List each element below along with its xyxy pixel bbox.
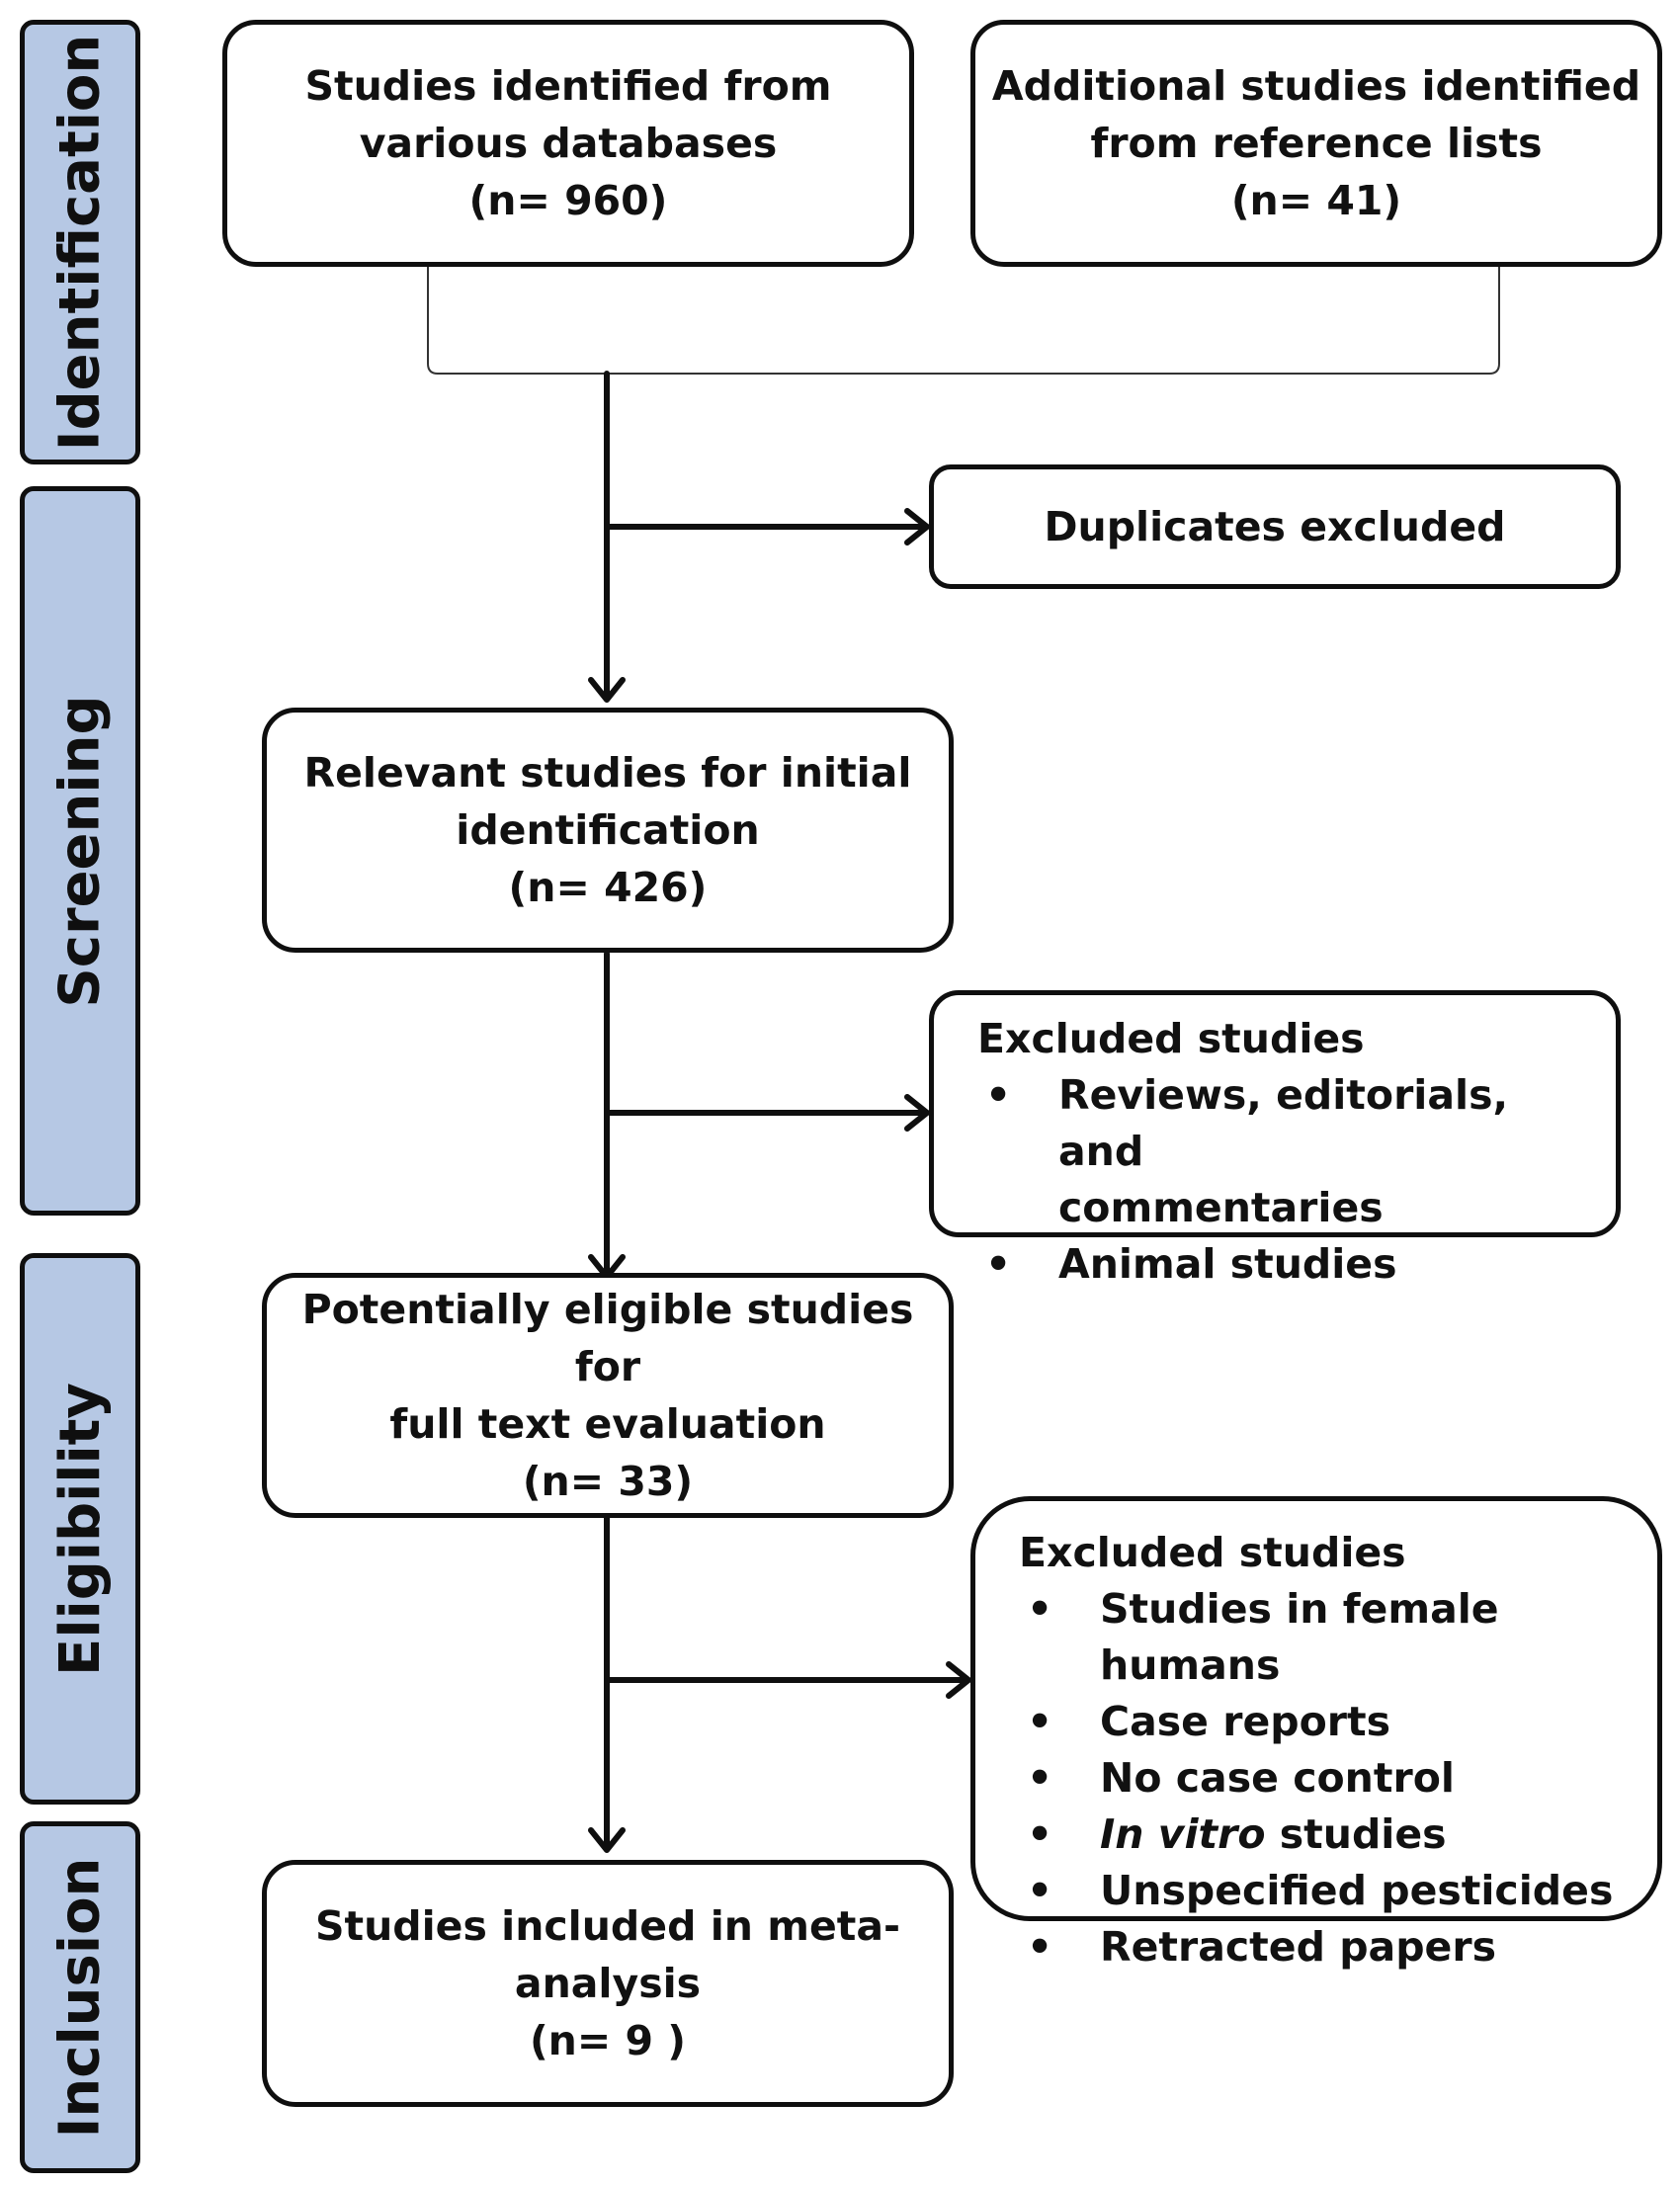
box-databases-line1: Studies identified from <box>304 62 832 110</box>
excluded-eligibility-heading: Excluded studies <box>1019 1529 1406 1576</box>
box-included-line1: Studies included in meta- <box>314 1902 901 1950</box>
box-initial-line2: identification <box>456 806 760 854</box>
arrowhead-duplicates <box>904 508 930 546</box>
excluded-eligibility-item-text: Case reports <box>1100 1698 1391 1745</box>
excluded-eligibility-item-text: Retracted papers <box>1100 1923 1496 1971</box>
merge-bracket <box>427 267 1500 375</box>
excluded-screening-item-text: Reviews, editorials, and <box>1058 1071 1509 1175</box>
arrowhead-included <box>588 1827 626 1853</box>
excluded-eligibility-item-text: Unspecified pesticides <box>1100 1867 1614 1914</box>
box-references-line2: from reference lists <box>1090 120 1543 167</box>
box-databases: Studies identified from various database… <box>222 20 914 267</box>
excluded-screening-list: Reviews, editorials, and commentaries An… <box>977 1067 1596 1293</box>
box-eligible-count: (n= 33) <box>522 1458 694 1505</box>
phase-inclusion: Inclusion <box>20 1821 140 2173</box>
box-eligible-line1: Potentially eligible studies for <box>301 1286 914 1390</box>
excluded-screening-item: Animal studies <box>977 1236 1596 1293</box>
box-included-line2: analysis <box>514 1960 702 2007</box>
excluded-eligibility-item-text: No case control <box>1100 1754 1455 1802</box>
box-initial-identification: Relevant studies for initial identificat… <box>262 708 954 953</box>
excluded-eligibility-item-text: studies <box>1279 1810 1447 1858</box>
box-excluded-screening: Excluded studies Reviews, editorials, an… <box>929 990 1621 1293</box>
excluded-eligibility-item-text: Studies in female humans <box>1100 1585 1499 1689</box>
box-references: Additional studies identified from refer… <box>970 20 1662 267</box>
phase-identification: Identification <box>20 20 140 464</box>
box-initial-count: (n= 426) <box>508 864 708 911</box>
excluded-eligibility-item-italic: In vitro <box>1100 1810 1266 1858</box>
phase-eligibility: Eligibility <box>20 1253 140 1805</box>
excluded-eligibility-item: No case control <box>1019 1750 1638 1807</box>
excluded-screening-heading: Excluded studies <box>977 1015 1365 1062</box>
box-databases-line2: various databases <box>359 120 778 167</box>
excluded-eligibility-item: Case reports <box>1019 1694 1638 1750</box>
excluded-eligibility-item: Unspecified pesticides <box>1019 1863 1638 1919</box>
box-eligible: Potentially eligible studies for full te… <box>262 1273 954 1518</box>
excluded-eligibility-item: Studies in female humans <box>1019 1581 1638 1694</box>
phase-screening: Screening <box>20 486 140 1216</box>
box-included: Studies included in meta- analysis (n= 9… <box>262 1860 954 2107</box>
box-eligible-line2: full text evaluation <box>389 1400 826 1448</box>
box-duplicates-label: Duplicates excluded <box>1044 503 1506 550</box>
arrowhead-excluded-screening <box>904 1094 930 1132</box>
box-included-count: (n= 9 ) <box>529 2017 687 2064</box>
box-references-line1: Additional studies identified <box>991 62 1641 110</box>
box-duplicates: Duplicates excluded <box>929 464 1621 589</box>
arrowhead-initial <box>588 677 626 703</box>
arrowhead-excluded-eligibility <box>946 1661 971 1699</box>
excluded-screening-item: Reviews, editorials, and commentaries <box>977 1067 1596 1236</box>
box-references-count: (n= 41) <box>1230 177 1402 224</box>
box-databases-count: (n= 960) <box>468 177 668 224</box>
excluded-eligibility-list: Studies in female humans Case reports No… <box>1019 1581 1638 1976</box>
excluded-eligibility-item: In vitro studies <box>1019 1807 1638 1863</box>
box-excluded-eligibility: Excluded studies Studies in female human… <box>970 1496 1662 1976</box>
excluded-eligibility-item: Retracted papers <box>1019 1919 1638 1976</box>
box-initial-line1: Relevant studies for initial <box>303 749 912 797</box>
excluded-screening-item-text: commentaries <box>1058 1184 1384 1231</box>
excluded-screening-item-text: Animal studies <box>1058 1240 1397 1288</box>
